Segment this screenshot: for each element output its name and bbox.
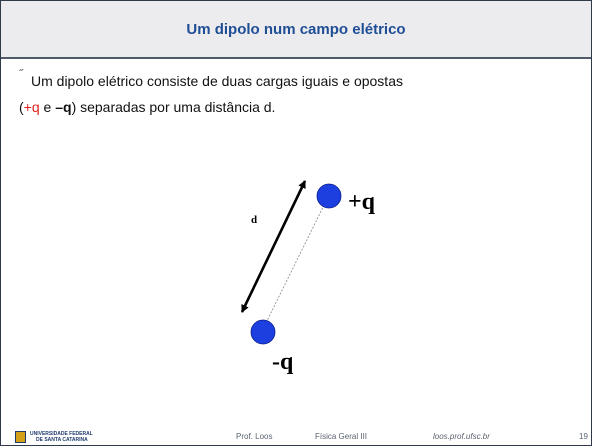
footer: UNIVERSIDADE FEDERAL DE SANTA CATARINA P… — [1, 429, 591, 445]
bullet-marker: ˝ — [19, 67, 23, 81]
negative-charge-label: -q — [272, 349, 294, 375]
footer-course: Física Geral III — [315, 432, 368, 441]
bullet-text-part2: ) separadas por uma distância d. — [71, 99, 276, 115]
distance-label: d — [251, 214, 257, 226]
slide-title: Um dipolo num campo elétrico — [186, 20, 406, 38]
positive-charge-label: +q — [348, 189, 376, 215]
university-name-line2: DE SANTA CATARINA — [36, 437, 88, 443]
footer-site: loos.prof.ufsc.br — [433, 432, 490, 441]
university-logo: UNIVERSIDADE FEDERAL DE SANTA CATARINA — [15, 431, 93, 443]
bullet-paragraph: Um dipolo elétrico consiste de duas carg… — [19, 68, 579, 120]
separation-line — [262, 196, 329, 330]
university-name-line1: UNIVERSIDADE FEDERAL — [30, 431, 93, 437]
distance-arrow — [240, 180, 307, 313]
title-bar: Um dipolo num campo elétrico — [1, 1, 591, 59]
negative-charge — [250, 319, 276, 345]
positive-charge — [316, 183, 342, 209]
footer-author: Prof. Loos — [236, 432, 273, 441]
minus-q-text: –q — [55, 99, 72, 115]
e-word: e — [39, 99, 56, 115]
page-number: 19 — [579, 432, 588, 441]
open-paren: ( — [19, 99, 24, 115]
bullet-text-part1: Um dipolo elétrico consiste de duas carg… — [31, 73, 403, 89]
plus-q-text: +q — [23, 99, 40, 115]
ufsc-emblem-icon — [15, 431, 26, 443]
